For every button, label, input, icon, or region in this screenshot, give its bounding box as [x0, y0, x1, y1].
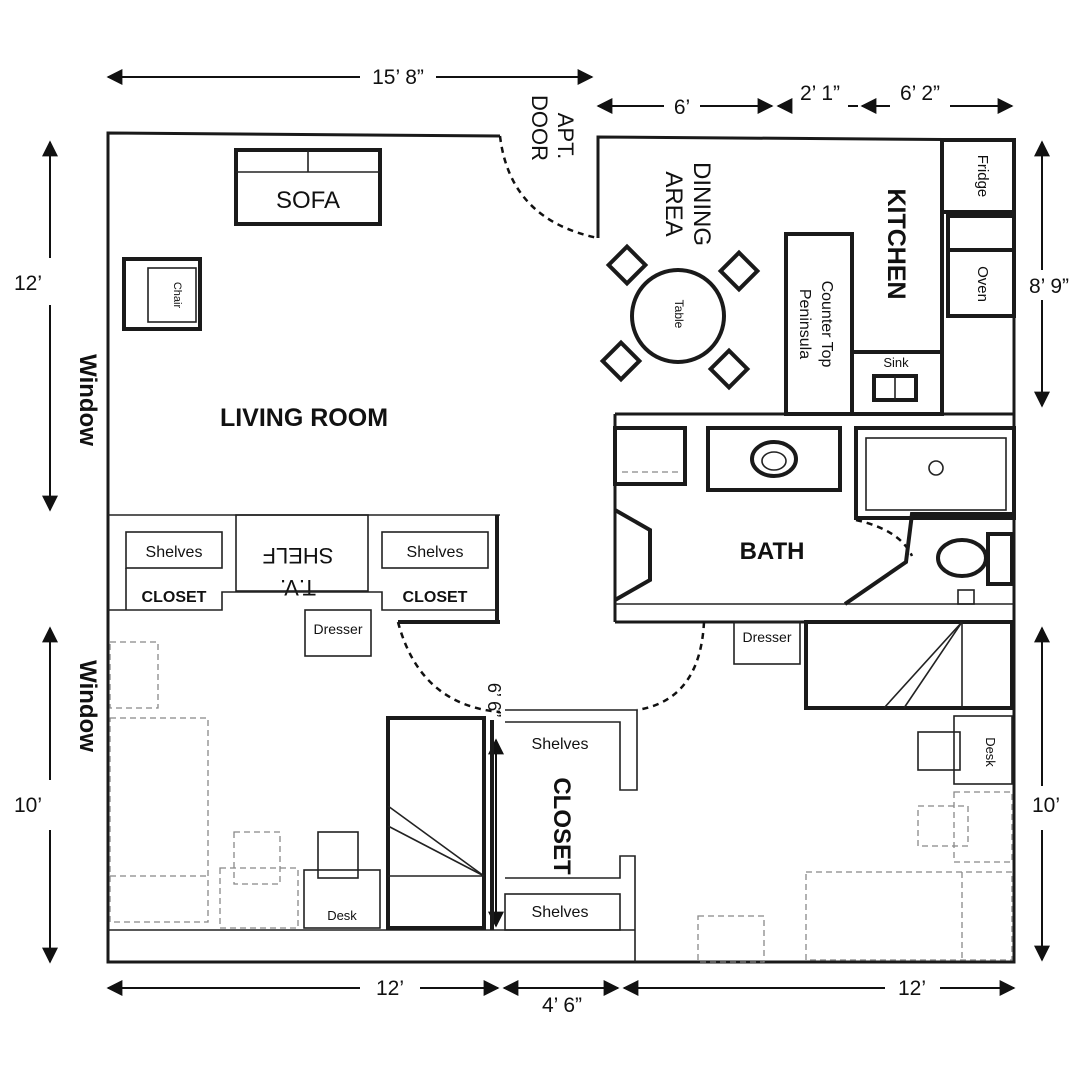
living-room-label: LIVING ROOM: [220, 404, 388, 432]
bath-sink: [706, 426, 842, 492]
sofa-label: SOFA: [276, 187, 340, 214]
dim-right-10: 10’: [1032, 794, 1060, 817]
dim-bottom-12-left: 12’: [376, 977, 404, 1000]
fridge: [940, 138, 1016, 214]
counter-label-line2: Peninsula: [796, 289, 813, 359]
dimension-lines: [42, 69, 1050, 996]
dresser-right-label: Dresser: [742, 629, 791, 645]
closet-right-label: CLOSET: [403, 589, 468, 606]
closet-left-label: CLOSET: [142, 589, 207, 606]
walls: [106, 131, 1016, 964]
sink-label: Sink: [883, 355, 909, 370]
table-label: Table: [672, 300, 686, 329]
dim-closet-6-6: 6’ 6”: [484, 683, 504, 717]
bed-right: [804, 620, 1014, 710]
dresser-left: [304, 609, 372, 657]
dimension-labels: 15’ 8” 6’ 2’ 1” 6’ 2” 12’ 10’ 8’ 9” 10’ …: [14, 66, 1069, 1017]
shelves-mid-bottom-label: Shelves: [532, 904, 589, 921]
dim-right-8-9: 8’ 9”: [1029, 275, 1069, 298]
desk-right: [953, 715, 1013, 785]
dresser-right: [733, 621, 801, 665]
desk-left: [303, 869, 381, 929]
shelves-left-label: Shelves: [146, 544, 203, 561]
dresser-left-label: Dresser: [313, 621, 362, 637]
counter-peninsula: Counter Top Peninsula: [784, 232, 854, 416]
tv-shelf-label-line1: T.V.: [280, 575, 316, 600]
window-lower-label: Window: [74, 660, 101, 752]
apt-door-label-line1: APT.: [553, 113, 578, 159]
dining-table: Table: [599, 243, 761, 391]
window-upper-label: Window: [74, 354, 101, 446]
oven-label: Oven: [974, 266, 991, 302]
toilet: [936, 538, 988, 578]
dim-bottom-4-6: 4’ 6”: [542, 994, 582, 1017]
bath-label: BATH: [740, 538, 805, 565]
closet-mid-label: CLOSET: [548, 777, 575, 875]
shelves-mid-top-label: Shelves: [532, 736, 589, 753]
dining-label-line1: DINING: [688, 162, 715, 246]
kitchen-sink: [850, 350, 944, 416]
right-bedroom: Dresser Desk: [697, 620, 1014, 963]
tv-shelf: T.V. SHELF: [235, 514, 369, 600]
door-swings: [396, 135, 914, 714]
desk-right-label: Desk: [983, 737, 998, 767]
dining-label-line2: AREA: [660, 171, 687, 236]
closet-right: Shelves CLOSET: [381, 531, 489, 606]
counter-label-line1: Counter Top: [818, 281, 835, 368]
bath-room: BATH: [613, 426, 1016, 606]
left-bedroom: Dresser Desk: [109, 609, 486, 930]
desk-left-label: Desk: [327, 908, 357, 923]
dim-bottom-12-right: 12’: [898, 977, 926, 1000]
kitchen-appliances: Fridge Oven Sink: [850, 138, 1016, 416]
closet-middle: Shelves Shelves CLOSET: [504, 736, 621, 931]
dim-top-2-1: 2’ 1”: [800, 82, 840, 105]
armchair: Chair: [122, 257, 202, 331]
dim-top-6: 6’: [674, 96, 690, 119]
tv-shelf-label-line2: SHELF: [263, 543, 334, 568]
closet-left: Shelves CLOSET: [125, 531, 223, 610]
bathtub: [854, 426, 1016, 520]
apt-door-label-line2: DOOR: [527, 95, 552, 161]
shelves-right-label: Shelves: [407, 544, 464, 561]
dim-left-12: 12’: [14, 272, 42, 295]
oven: [946, 248, 1016, 318]
fridge-label: Fridge: [974, 155, 991, 198]
bed-left: [386, 716, 486, 930]
chair-label: Chair: [171, 282, 183, 309]
kitchen-label: KITCHEN: [882, 188, 910, 299]
dim-left-10: 10’: [14, 794, 42, 817]
sofa: SOFA: [234, 148, 382, 226]
dim-top-width: 15’ 8”: [372, 66, 424, 89]
dim-top-6-2: 6’ 2”: [900, 82, 940, 105]
